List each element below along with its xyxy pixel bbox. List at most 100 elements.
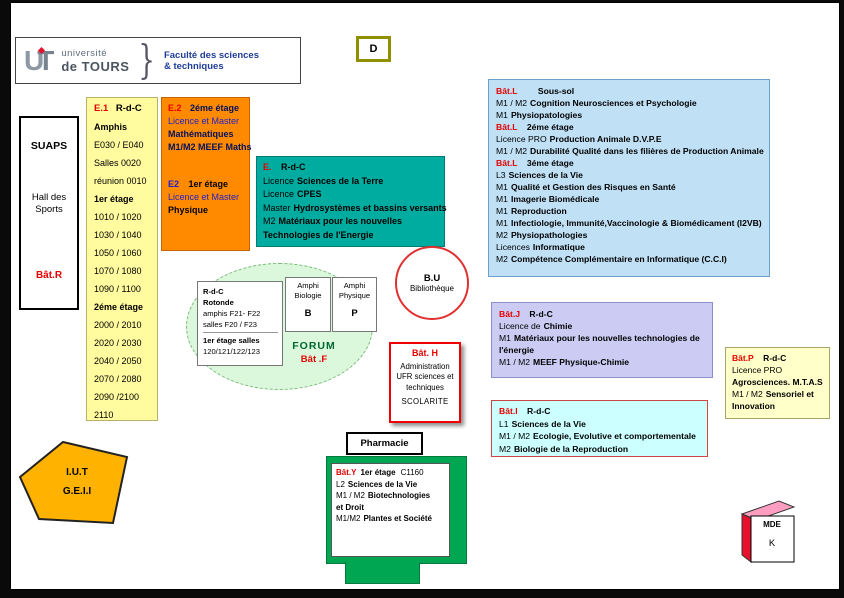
building-e1-header: E.1 R-d-C: [94, 100, 157, 118]
brace-glyph: }: [138, 37, 155, 84]
program-line: Licence et Master: [168, 116, 240, 126]
floor-label: 1er étage: [360, 468, 396, 477]
building-j-header: Bât.J R-d-C: [499, 308, 704, 320]
floor-label: R-d-C: [203, 287, 224, 296]
program-line: Physique: [168, 205, 209, 215]
floor-label: Sous-sol: [537, 86, 575, 96]
floor-label: 1er étage: [188, 179, 229, 189]
floor-label: 3éme étage: [526, 158, 574, 168]
library-bu: B.U Bibliothèque: [395, 246, 469, 320]
floor-label: R-d-C: [763, 353, 787, 363]
building-code: Bât.L: [496, 86, 518, 96]
suaps-hall-des-sports: Hall des Sports: [31, 192, 67, 215]
room-line: 120/121/122/123: [203, 347, 261, 356]
amphi-letter: P: [351, 308, 358, 319]
university-name-line1: université: [61, 47, 108, 59]
building-h-label: Bât. H: [411, 348, 438, 358]
room-line: 1010 / 1020: [94, 212, 142, 222]
floor-label: R-d-C: [527, 406, 551, 416]
iut-pentagon-icon: [19, 440, 129, 525]
floor-label: R-d-C: [115, 103, 142, 114]
program-line: et Droit: [336, 502, 364, 512]
building-e2: E.2 2éme étage Licence et Master Mathéma…: [161, 97, 252, 251]
admin-line: Administration: [400, 361, 450, 371]
building-e2-header-2: E2 1er étage: [168, 178, 249, 191]
room-line: amphis F21- F22: [203, 309, 261, 318]
room-line: 1090 / 1100: [94, 284, 141, 294]
logo-letter-u: U: [24, 44, 45, 76]
room-line: 2070 / 2080: [94, 374, 142, 384]
campus-map: UT université de TOURS } Faculté des sci…: [10, 2, 840, 590]
suaps-title: SUAPS: [30, 140, 68, 152]
building-code: E.1: [94, 103, 109, 114]
room-line: 1070 / 1080: [94, 266, 142, 276]
room-line: Salles 0020: [94, 158, 142, 168]
room-line: 2040 / 2050: [94, 356, 142, 366]
mde-shape-icon: [741, 500, 795, 564]
faculty-name: Faculté des sciences & techniques: [164, 50, 259, 72]
building-code: Bât.Y: [336, 468, 357, 477]
building-e1: E.1 R-d-C Amphis E030 / E040 Salles 0020…: [86, 97, 158, 421]
building-l-header-3eme: Bât.L 3éme étage: [496, 157, 767, 169]
forum-rooms-box: R-d-C Rotonde amphis F21- F22 salles F20…: [197, 281, 283, 366]
building-l-header-sous-sol: Bât.L Sous-sol: [496, 85, 767, 97]
floor-label: 1er étage salles: [203, 336, 260, 345]
university-name: université de TOURS: [61, 48, 129, 74]
room-line: E030 / E040: [94, 140, 144, 150]
admin-line: techniques: [406, 382, 444, 392]
program-line: Technologies de l'Energie: [263, 229, 374, 240]
floor-label: 2éme étage: [190, 103, 240, 113]
building-d-label: D: [369, 43, 378, 55]
building-iut: I.U.T G.E.I.I: [19, 439, 129, 525]
building-code: Bât.L: [496, 158, 518, 168]
rotonde-label: Rotonde: [203, 298, 234, 307]
room-line: réunion 0010: [94, 176, 147, 186]
university-logo-box: UT université de TOURS } Faculté des sci…: [15, 37, 301, 84]
program-line: Licence et Master: [168, 192, 240, 202]
building-code: E.2: [168, 103, 182, 113]
spacer: [168, 154, 249, 178]
floor-label: R-d-C: [281, 162, 306, 172]
building-code: Bât.I: [499, 406, 518, 416]
floor-label: R-d-C: [529, 309, 553, 319]
program-line: Innovation: [732, 401, 775, 411]
amphi-physique: Amphi Physique P: [332, 277, 377, 332]
program-line: M1/M2 MEEF Maths: [168, 142, 252, 152]
scolarite-label: SCOLARITE: [401, 397, 449, 406]
room-line: 2000 / 2010: [94, 320, 142, 330]
building-d: D: [356, 36, 391, 62]
building-e2-header: E.2 2éme étage: [168, 102, 249, 115]
ut-logo-icon: UT: [24, 44, 54, 76]
building-y-shape-tab: [345, 562, 420, 584]
building-r-suaps: SUAPS Hall des Sports Bât.R: [19, 116, 79, 310]
room-line: 2020 / 2030: [94, 338, 142, 348]
room-line: salles F20 / F23: [203, 320, 258, 329]
university-name-line2: de TOURS: [61, 58, 130, 74]
building-f-label: Bât .F: [300, 354, 328, 365]
forum-label: FORUM: [292, 340, 336, 352]
room-line: 1050 / 1060: [94, 248, 142, 258]
